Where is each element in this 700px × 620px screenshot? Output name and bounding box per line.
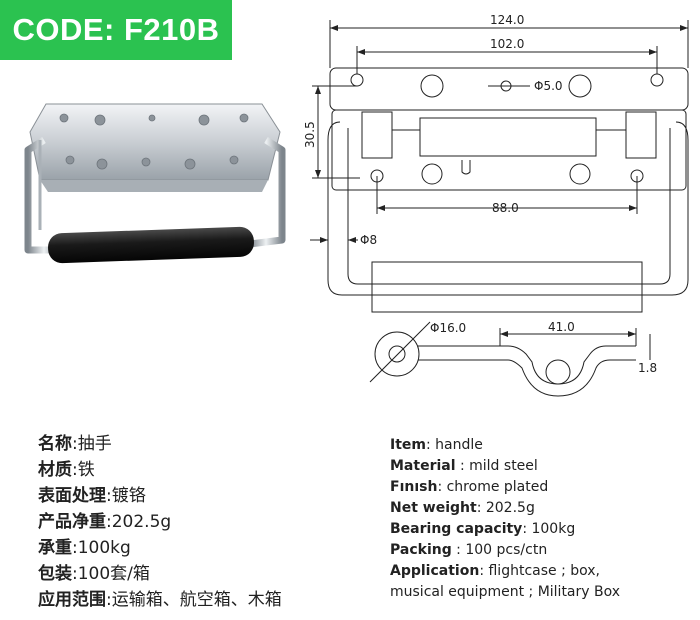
spec-row-en: Material : mild steel — [390, 458, 538, 474]
spec-row-en: musical equipment ; Military Box — [390, 584, 621, 600]
spec-row-en: Application: flightcase ; box, — [390, 563, 600, 579]
spec-row-cn: 名称:抽手 — [38, 434, 112, 454]
spec-row-cn: 表面处理:镀铬 — [38, 486, 146, 506]
spec-row-en: Fınısh: chrome plated — [390, 479, 549, 495]
dim-thickness: 1.8 — [638, 361, 657, 375]
dim-height: 30.5 — [303, 121, 317, 148]
specs-english: Item: handle Material : mild steel Fınıs… — [390, 435, 620, 603]
spec-row-en: Net weight: 202.5g — [390, 500, 535, 516]
spec-row-cn: 材质:铁 — [38, 460, 95, 480]
spec-row-en: Item: handle — [390, 437, 483, 453]
dim-hole-spacing: 102.0 — [490, 37, 524, 51]
dim-rod-diameter: Φ8 — [360, 233, 377, 247]
dim-pivot-diameter: Φ16.0 — [430, 321, 466, 335]
spec-row-en: Packing : 100 pcs/ctn — [390, 542, 548, 558]
dim-88-line — [376, 176, 638, 214]
side-view — [369, 321, 651, 397]
dim-overall-width: 124.0 — [490, 13, 524, 27]
dim-lower-spacing: 88.0 — [492, 201, 519, 215]
spec-row-cn: 应用范围:运输箱、航空箱、木箱 — [38, 590, 282, 610]
dim-small-hole: Φ5.0 — [534, 79, 563, 93]
dim-102-line — [356, 46, 658, 74]
spec-row-en: Bearing capacity: 100kg — [390, 521, 576, 537]
plate-outline — [329, 67, 689, 111]
product-code: CODE: F210B — [12, 12, 220, 47]
handle-loop — [327, 121, 689, 296]
product-code-badge: CODE: F210B — [0, 0, 232, 60]
technical-drawing: 124.0 102.0 Φ5.0 30.5 88.0 Φ8 Φ16.0 41.0… — [303, 13, 689, 397]
spec-row-cn: 产品净重:202.5g — [38, 512, 172, 532]
spec-row-cn: 承重:100kg — [38, 538, 131, 558]
product-photo — [24, 103, 286, 264]
spec-row-cn: 包装:100套/箱 — [38, 564, 150, 584]
specs-chinese: 名称:抽手 材质:铁 表面处理:镀铬 产品净重:202.5g 承重:100kg … — [38, 431, 282, 613]
dim-side-length: 41.0 — [548, 320, 575, 334]
grip-outline — [371, 261, 643, 313]
dim-30-line — [312, 85, 360, 179]
